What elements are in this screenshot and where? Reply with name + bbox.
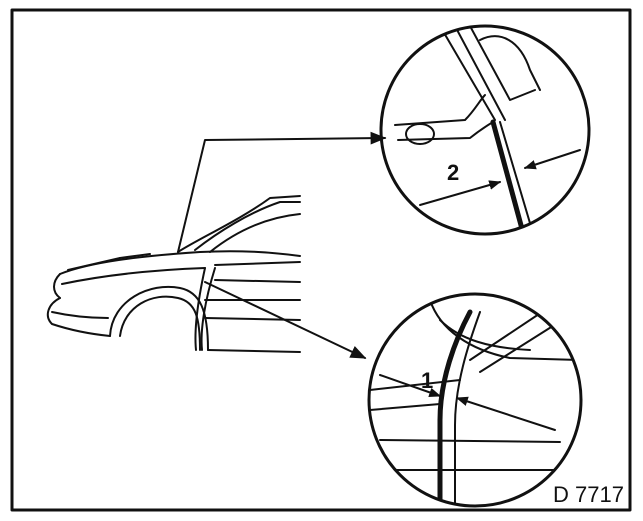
- detail-circle-upper: 2: [379, 24, 591, 236]
- callout-2-label: 2: [447, 160, 459, 185]
- diagram-frame: [10, 8, 632, 512]
- callout-1-label: 1: [421, 368, 433, 393]
- leader-arrows: [177, 131, 387, 359]
- arrow-to-upper-detail: [177, 131, 387, 253]
- detail-circle-lower: 1: [367, 292, 583, 508]
- car-body-drawing: [46, 195, 301, 353]
- arrow-to-lower-detail: [204, 281, 367, 359]
- figure-code: D 7717: [553, 482, 624, 507]
